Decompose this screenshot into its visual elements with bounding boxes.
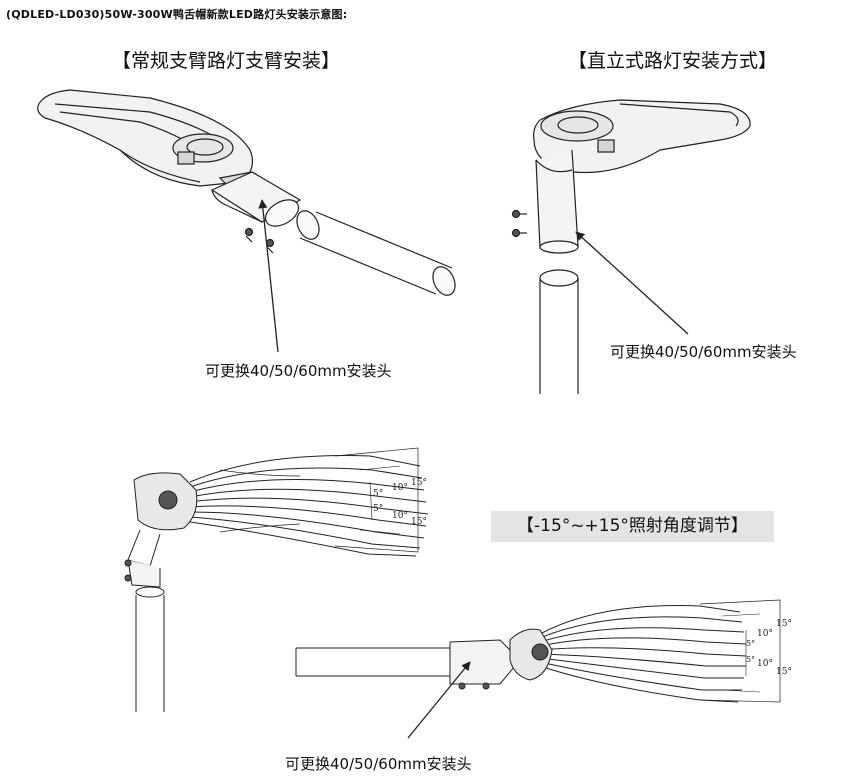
angle-label: 10° [392, 511, 408, 521]
angle-label: 5° [373, 504, 383, 514]
tilted-lamp-bodies-upper [189, 455, 429, 557]
mount-and-pole-upper [124, 559, 165, 712]
callout-arrow-bottom [407, 661, 471, 739]
arm-install-callout: 可更换40/50/60mm安装头 [205, 362, 392, 380]
upright-mount-lamp-illustration [511, 99, 751, 394]
angle-label: 15° [411, 478, 427, 488]
angle-label: 15° [776, 619, 792, 629]
angle-scale-upper [334, 447, 419, 553]
angle-adjust-heading: 【-15°~+15°照射角度调节】 [491, 511, 774, 542]
angle-label: 10° [392, 483, 408, 493]
mounting-sleeve-left [210, 171, 302, 227]
horizontal-arm-pipe [295, 647, 450, 677]
angle-label: 15° [776, 667, 792, 677]
angle-label: 10° [757, 659, 773, 669]
arm-install-heading: 【常规支臂路灯支臂安装】 [112, 50, 341, 72]
lamp-head-right [533, 99, 751, 174]
angle-label: 10° [757, 629, 773, 639]
angle-label: 5° [746, 655, 755, 664]
callout-arrow-right [575, 231, 689, 335]
angle-label: 5° [373, 489, 383, 499]
lamp-head-left [37, 89, 260, 191]
callout-arrow-left [258, 199, 279, 353]
upright-install-heading: 【直立式路灯安装方式】 [568, 50, 778, 72]
support-arm-pipe [296, 210, 456, 296]
lamp-mount-upper [127, 472, 198, 567]
angle-adjust-callout: 可更换40/50/60mm安装头 [285, 755, 472, 773]
mounting-sleeve-right [535, 149, 579, 254]
upright-tilt-illustration: 15° 10° 5° 5° 10° 15° [124, 447, 429, 712]
screws-left [244, 227, 275, 254]
vertical-pole [539, 269, 579, 394]
tilted-lamp-bodies-lower [509, 605, 747, 703]
page-title: (QDLED-LD030)50W-300W鸭舌帽新款LED路灯头安装示意图: [6, 8, 348, 21]
angle-scale-lower [699, 599, 781, 703]
mount-lower [449, 639, 521, 690]
arm-mount-lamp-illustration [37, 89, 456, 353]
upright-install-callout: 可更换40/50/60mm安装头 [610, 343, 797, 361]
arm-tilt-illustration: 15° 10° 5° 5° 10° 15° [295, 599, 792, 739]
screws-right [511, 209, 527, 238]
angle-label: 15° [411, 517, 427, 527]
angle-label: 5° [746, 639, 755, 648]
